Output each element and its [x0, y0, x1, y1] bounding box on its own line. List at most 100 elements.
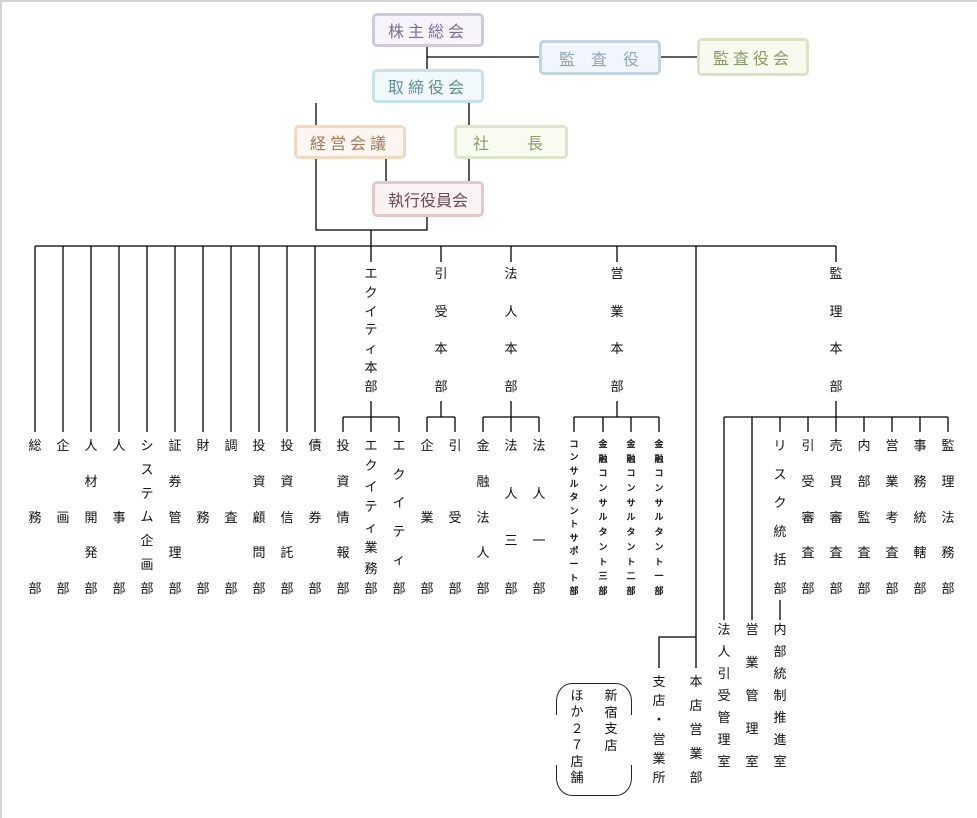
label-char: サ — [626, 498, 636, 509]
label-char: ル — [654, 513, 664, 524]
label-char: 金 — [626, 440, 636, 450]
label-char: 部 — [532, 581, 546, 597]
label-char: 査 — [829, 546, 843, 562]
label-char: 統 — [773, 524, 787, 540]
label-char: 融 — [476, 474, 490, 490]
label-char: 部 — [392, 581, 406, 597]
label-char: 金 — [476, 439, 490, 454]
label-char: ィ — [392, 553, 406, 569]
head-office-label: 本店営業部 — [685, 676, 707, 786]
branch-offices-label: 支店・営業所 — [648, 675, 670, 786]
label-char: 理 — [941, 474, 955, 490]
label-char: 証 — [168, 439, 182, 454]
label-char: エ — [364, 267, 378, 282]
label-char: 店 — [604, 738, 618, 754]
sub-department-label: 売買審査部 — [825, 440, 847, 597]
label-char: 統 — [913, 510, 927, 526]
label-char: 人 — [112, 439, 126, 454]
label-char: 部 — [829, 582, 843, 597]
label-char: 内 — [857, 439, 871, 454]
shareholders-meeting-box: 株主総会 — [372, 13, 484, 47]
label-char: 業 — [885, 474, 899, 490]
label-char: 部 — [364, 379, 378, 395]
label-char: 部 — [280, 582, 294, 597]
label-char: 務 — [196, 510, 210, 526]
frame-left-border — [0, 0, 2, 818]
label-char: ７ — [570, 738, 584, 754]
label-char: 制 — [773, 689, 787, 704]
label-char: 本 — [434, 342, 448, 358]
label-char: 理 — [829, 304, 843, 320]
label-char: 部 — [252, 582, 266, 597]
label-char: 業 — [652, 751, 666, 767]
label-char: ポ — [569, 546, 579, 557]
label-char: イ — [364, 304, 378, 320]
label-char: 企 — [140, 534, 154, 550]
label-char: 法 — [504, 439, 518, 454]
label-char: 資 — [252, 474, 266, 490]
label-char: ト — [569, 520, 579, 531]
label-char: 事 — [112, 510, 126, 526]
label-char: 営 — [652, 732, 666, 748]
label-char: 内 — [773, 623, 787, 638]
label-char: 部 — [28, 582, 42, 597]
label-char: サ — [569, 533, 579, 544]
label-char: テ — [364, 500, 378, 516]
sub-department-label: 引受審査部 — [797, 440, 819, 597]
label-char: ィ — [364, 342, 378, 358]
sub-unit-label: 内部統制推進室 — [769, 624, 791, 770]
label-char: 部 — [857, 474, 871, 490]
label-char: 融 — [598, 454, 608, 465]
label-char: 法 — [941, 510, 955, 526]
label-char: ル — [598, 513, 608, 524]
auditor-box: 監査役 — [539, 40, 661, 75]
label-char: 室 — [717, 755, 731, 770]
department-label: 人事部 — [108, 440, 130, 597]
division-label: 監理本部 — [825, 268, 847, 395]
label-char: 画 — [56, 510, 70, 526]
label-char: 業 — [364, 541, 378, 557]
label-char: テ — [392, 524, 406, 540]
label-char: 業 — [420, 510, 434, 526]
label-char: 部 — [801, 582, 815, 597]
label-char: 部 — [84, 582, 98, 597]
label-char: 人 — [532, 486, 546, 502]
sub-department-label: 金融コンサルタント一部 — [652, 440, 666, 598]
label-char: 問 — [252, 546, 266, 562]
sub-department-label: エクイティ部 — [388, 440, 410, 597]
label-char: タ — [598, 528, 608, 539]
division-label: エクイティ本部 — [360, 268, 382, 395]
label-char: ク — [392, 467, 406, 483]
label-char: 理 — [745, 722, 759, 737]
label-char: 資 — [280, 474, 294, 490]
label-char: 部 — [476, 582, 490, 597]
label-char: イ — [364, 479, 378, 495]
label-char: 部 — [504, 581, 518, 597]
department-label: システム企画部 — [136, 440, 158, 597]
sub-department-label: 法人三部 — [500, 440, 522, 597]
label-char: サ — [569, 466, 579, 477]
label-char: 部 — [448, 582, 462, 597]
label-char: 理 — [168, 546, 182, 562]
label-char: ト — [569, 573, 579, 584]
sub-department-label: 法人引受管理室 — [713, 624, 735, 770]
label-char: ン — [569, 506, 579, 517]
sub-department-label: コンサルタントサポート部 — [567, 440, 581, 598]
label-char: 引 — [717, 667, 731, 682]
label-char: 一 — [654, 572, 664, 583]
label-char: 部 — [689, 771, 703, 786]
label-char: 監 — [941, 439, 955, 454]
division-label: 法人本部 — [500, 268, 522, 395]
label-char: 営 — [610, 267, 624, 282]
label-char: 投 — [252, 439, 266, 454]
sub-department-label: 監理法務部 — [937, 440, 959, 597]
label-char: エ — [364, 439, 378, 454]
label-char: 監 — [857, 510, 871, 526]
label-char: 部 — [773, 581, 787, 597]
sub-department-label: 金融コンサルタント二部 — [624, 440, 638, 598]
label-char: 宿 — [604, 705, 618, 721]
label-char: ン — [569, 453, 579, 464]
label-char: 画 — [140, 558, 154, 574]
label-char: 受 — [717, 689, 731, 704]
